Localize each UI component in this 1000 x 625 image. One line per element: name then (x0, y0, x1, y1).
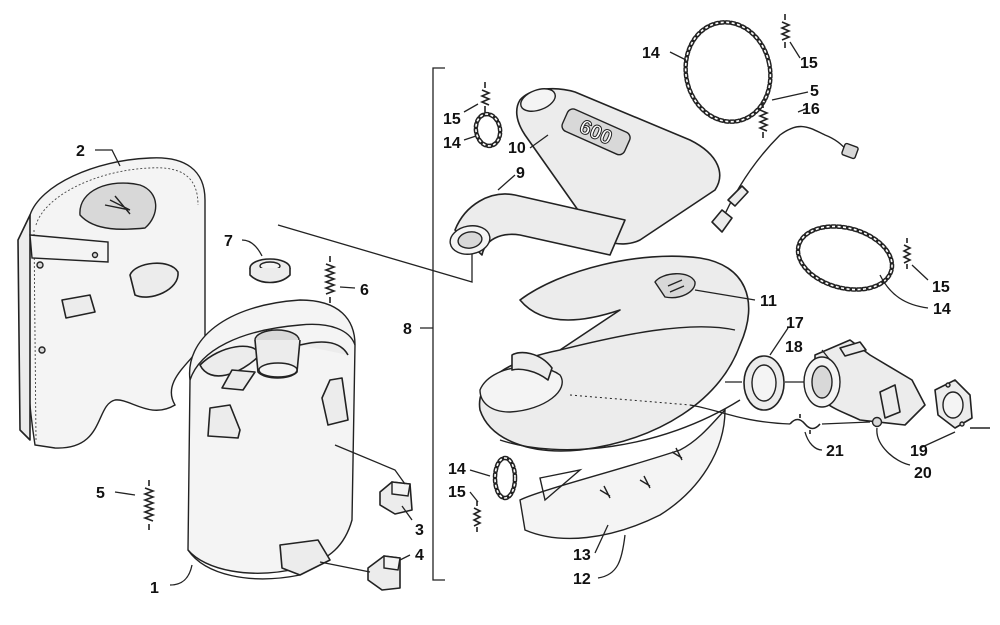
dashed-connector-line (569, 394, 691, 406)
leader-14-top (669, 51, 687, 61)
chain-part-14-right (795, 224, 895, 292)
callout-8: 8 (403, 321, 412, 338)
gasket-part-17 (743, 355, 785, 411)
chain-part-14-left (473, 111, 503, 149)
callout-15-lower: 15 (448, 484, 466, 501)
chain-part-14-top (683, 20, 773, 124)
leader-14-lower (469, 469, 491, 477)
callout-17: 17 (786, 315, 804, 332)
leader-10 (529, 134, 549, 149)
nut-part-20 (871, 416, 883, 428)
callout-20: 20 (914, 465, 932, 482)
leader-19 (919, 431, 956, 449)
leader-15-top (789, 41, 801, 59)
leader-1 (169, 564, 193, 586)
spring-part-5-left (142, 480, 156, 530)
callout-14-lower: 14 (448, 461, 466, 478)
callout-14-top: 14 (642, 45, 660, 62)
leader-5-upper (771, 91, 809, 101)
leader-14-right (879, 274, 929, 309)
leader-20 (876, 427, 911, 466)
callout-15-left: 15 (443, 111, 461, 128)
spring-part-15-left (479, 82, 492, 112)
callout-6: 6 (360, 282, 369, 299)
callout-18: 18 (785, 339, 803, 356)
callout-14-left: 14 (443, 135, 461, 152)
callout-3: 3 (415, 522, 424, 539)
leader-14-left (463, 135, 477, 141)
callout-16: 16 (802, 101, 820, 118)
leader-11 (694, 289, 756, 301)
connector-line-8 (277, 224, 473, 283)
spring-part-6 (323, 256, 337, 303)
leader-17 (769, 327, 789, 356)
callout-11: 11 (760, 293, 777, 310)
callout-19: 19 (910, 443, 928, 460)
callout-15-top: 15 (800, 55, 818, 72)
callout-9: 9 (516, 165, 525, 182)
leader-12 (597, 534, 626, 579)
leader-2 (95, 149, 121, 167)
callout-21: 21 (826, 443, 844, 460)
leader-15-right (911, 264, 929, 281)
clip-part-4 (367, 555, 401, 591)
leader-4 (319, 554, 411, 573)
leader-5a (114, 491, 136, 496)
callout-10: 10 (508, 140, 526, 157)
callout-1: 1 (150, 580, 159, 597)
chain-part-14-lower (492, 455, 518, 501)
exhaust-manifold-part-18 (803, 339, 926, 426)
leader-3 (334, 444, 413, 521)
leader-15-lower (469, 491, 479, 503)
leader-6 (339, 286, 356, 289)
clip-part-3 (379, 481, 413, 515)
muffler-canister-part (187, 299, 356, 580)
callout-5-upper: 5 (810, 83, 819, 100)
spring-part-5-right (757, 102, 770, 138)
leader-15-left (463, 103, 479, 113)
leader-18 (821, 349, 831, 361)
leader-16 (797, 107, 809, 113)
callout-14-right: 14 (933, 301, 951, 318)
leader-7 (241, 239, 263, 257)
heat-shield-part (17, 157, 206, 449)
leader-21 (804, 431, 823, 451)
spring-part-15-right (902, 238, 912, 269)
callout-15-right: 15 (932, 279, 950, 296)
expansion-chamber-part: 600 (449, 87, 750, 540)
callout-4: 4 (415, 547, 424, 564)
flange-gasket-part-19 (934, 379, 973, 429)
leader-13 (594, 524, 609, 554)
connector-line-21 (689, 404, 791, 425)
callout-7: 7 (224, 233, 233, 250)
assembly-bracket-8 (420, 67, 445, 581)
callout-12: 12 (573, 571, 591, 588)
callout-5-lower: 5 (96, 485, 105, 502)
grommet-part-7 (249, 258, 291, 284)
spring-part-15-lower (472, 501, 482, 532)
leader-9 (497, 174, 516, 191)
callout-13: 13 (573, 547, 591, 564)
callout-2: 2 (76, 143, 85, 160)
spring-part-15-top (779, 14, 792, 48)
temperature-sensor-part-16 (711, 125, 859, 233)
spring-part-21 (789, 414, 821, 434)
connector-line-20 (821, 421, 871, 425)
